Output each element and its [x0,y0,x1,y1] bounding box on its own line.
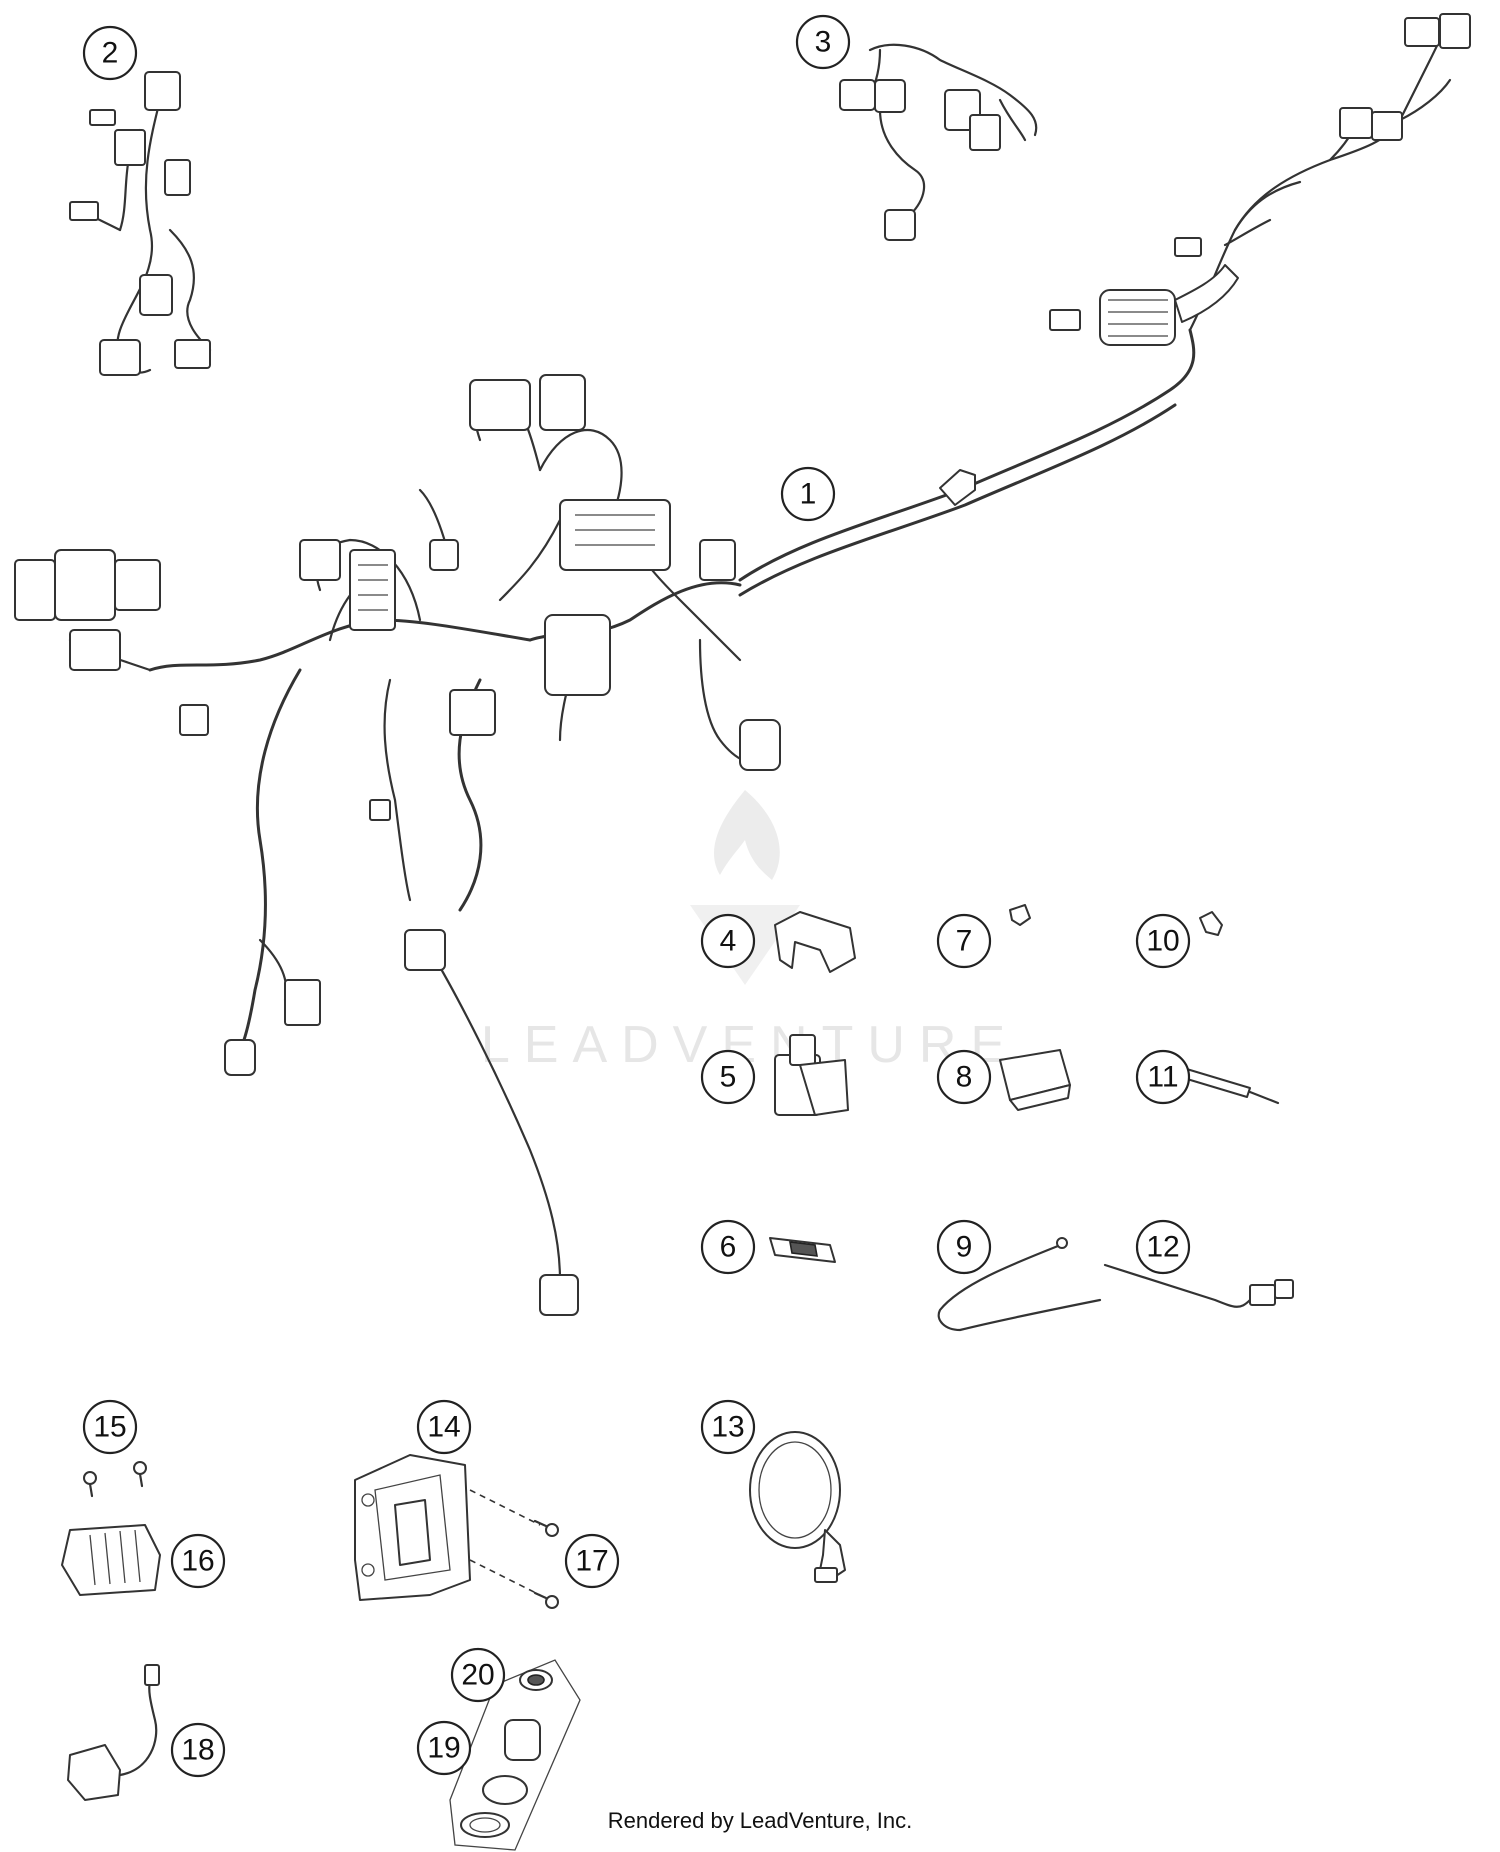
callout-2: 2 [82,25,138,81]
sensor-part[interactable] [67,1664,160,1801]
svg-text:2: 2 [102,37,119,70]
callout-14: 14 [416,1399,472,1455]
svg-text:12: 12 [1146,1231,1179,1264]
svg-text:15: 15 [93,1411,126,1444]
svg-text:3: 3 [815,26,832,59]
socket-kit-part[interactable] [449,1659,581,1851]
callout-17: 17 [564,1533,620,1589]
relay-part[interactable] [774,1034,849,1116]
svg-text:17: 17 [575,1545,608,1578]
watermark-flame-icon [714,790,780,880]
fuse-part[interactable] [769,1237,836,1263]
svg-text:18: 18 [181,1734,214,1767]
horn-part[interactable] [749,1431,846,1583]
cable-tie-part[interactable] [937,1237,1102,1332]
svg-text:7: 7 [956,925,973,958]
callout-6: 6 [700,1219,756,1275]
bracket-part[interactable] [354,1454,541,1601]
callout-4: 4 [700,913,756,969]
callout-9: 9 [936,1219,992,1275]
svg-text:19: 19 [427,1732,460,1765]
callout-12: 12 [1135,1219,1191,1275]
svg-text:14: 14 [427,1411,460,1444]
callout-5: 5 [700,1049,756,1105]
callout-8: 8 [936,1049,992,1105]
svg-text:13: 13 [711,1411,744,1444]
main-wiring-harness[interactable] [14,13,1471,1316]
svg-text:11: 11 [1147,1061,1178,1094]
callout-11: 11 [1135,1049,1191,1105]
cover-part[interactable] [774,911,856,973]
callout-1: 1 [780,466,836,522]
svg-text:10: 10 [1146,925,1179,958]
handlebar-sub-harness[interactable] [69,71,212,376]
callout-3: 3 [795,14,851,70]
svg-text:1: 1 [800,478,817,511]
bolts-part[interactable] [533,1519,559,1609]
svg-text:5: 5 [720,1061,737,1094]
callout-15: 15 [82,1399,138,1455]
callout-10: 10 [1135,913,1191,969]
footer-credit: Rendered by LeadVenture, Inc. [607,1808,913,1833]
svg-text:16: 16 [181,1545,214,1578]
callout-20: 20 [450,1647,506,1703]
svg-text:9: 9 [956,1231,973,1264]
voltage-regulator-part[interactable] [61,1524,161,1596]
svg-text:8: 8 [956,1061,973,1094]
svg-text:6: 6 [720,1231,737,1264]
callout-16: 16 [170,1533,226,1589]
antenna-wire-part[interactable] [1103,1263,1294,1308]
light-sub-harness[interactable] [839,43,1038,241]
mini-fuse-part[interactable] [1199,911,1223,936]
connector-block-part[interactable] [999,1049,1071,1111]
clip-part[interactable] [1009,904,1031,926]
pin-part[interactable] [1176,1066,1280,1105]
callout-13: 13 [700,1399,756,1455]
svg-text:20: 20 [461,1659,494,1692]
callout-7: 7 [936,913,992,969]
callout-18: 18 [170,1722,226,1778]
screws-part[interactable] [83,1461,147,1498]
callout-19: 19 [416,1720,472,1776]
svg-text:4: 4 [720,925,737,958]
